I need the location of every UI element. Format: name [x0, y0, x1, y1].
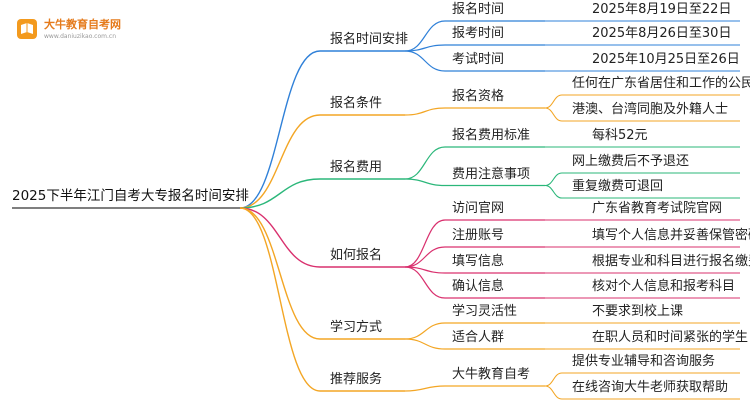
leaf-connector: [544, 172, 563, 187]
child-connector: [404, 385, 446, 392]
site-logo[interactable]: 大牛教育自考网 www.daniuzikao.com.cn: [14, 12, 139, 48]
leaf-connector: [544, 385, 563, 400]
leaf-node: 任何在广东省居住和工作的公民: [572, 76, 750, 91]
leaf-node: 根据专业和科目进行报名缴费: [592, 254, 750, 269]
leaf-node: 每科52元: [592, 128, 648, 143]
branch-connector: [239, 207, 321, 340]
leaf-node: 提供专业辅导和咨询服务: [572, 354, 716, 369]
child-node: 报名费用标准: [452, 128, 531, 143]
child-connector: [404, 266, 446, 299]
logo-url: www.daniuzikao.com.cn: [44, 33, 116, 40]
leaf-node: 港澳、台湾同胞及外籍人士: [572, 102, 729, 117]
branch-node: 报名时间安排: [330, 32, 409, 47]
child-connector: [404, 322, 446, 340]
child-connector: [404, 50, 446, 72]
branch-connector: [239, 178, 321, 209]
child-node: 学习灵活性: [452, 304, 518, 319]
child-node: 访问官网: [452, 201, 505, 216]
child-connector: [404, 338, 446, 350]
leaf-connector: [544, 184, 563, 199]
branch-connector: [239, 114, 321, 209]
branch-connector: [239, 207, 321, 392]
root-node: 2025下半年江门自考大专报名时间安排: [12, 188, 249, 204]
child-connector: [404, 146, 446, 180]
leaf-node: 在职人员和时间紧张的学生: [592, 330, 749, 345]
child-node: 填写信息: [452, 254, 505, 269]
branch-node: 如何报名: [330, 248, 383, 263]
child-connector: [404, 246, 446, 268]
branch-node: 学习方式: [330, 320, 383, 335]
logo-title: 大牛教育自考网: [44, 18, 121, 31]
child-connector: [404, 178, 446, 187]
child-node: 考试时间: [452, 52, 505, 67]
child-connector: [404, 20, 446, 52]
leaf-node: 核对个人信息和报考科目: [592, 279, 736, 294]
leaf-node: 2025年10月25日至26日: [592, 52, 740, 67]
leaf-node: 网上缴费后不予退还: [572, 154, 690, 169]
child-node: 报名时间: [452, 2, 505, 17]
child-node: 适合人群: [452, 330, 505, 345]
book-logo-icon: [17, 19, 37, 39]
child-connector: [404, 107, 446, 116]
child-node: 报名资格: [452, 89, 505, 104]
branch-connector: [239, 207, 321, 268]
leaf-node: 填写个人信息并妥善保管密码: [592, 228, 750, 243]
child-connector: [404, 219, 446, 268]
branch-node: 报名条件: [330, 96, 383, 111]
leaf-connector: [544, 372, 563, 387]
child-node: 报考时间: [452, 26, 505, 41]
branch-node: 推荐服务: [330, 372, 383, 387]
leaf-node: 广东省教育考试院官网: [592, 201, 723, 216]
leaf-node: 2025年8月19日至22日: [592, 2, 732, 17]
branch-connector: [239, 50, 321, 209]
leaf-connector: [544, 94, 563, 109]
leaf-node: 2025年8月26日至30日: [592, 26, 732, 41]
child-node: 大牛教育自考: [452, 367, 531, 382]
leaf-node: 不要求到校上课: [592, 304, 684, 319]
leaf-connector: [544, 107, 563, 122]
leaf-node: 在线咨询大牛老师获取帮助: [572, 380, 729, 395]
branch-node: 报名费用: [330, 160, 383, 175]
leaf-node: 重复缴费可退回: [572, 179, 664, 194]
child-node: 费用注意事项: [452, 166, 531, 182]
child-node: 确认信息: [452, 279, 505, 294]
child-node: 注册账号: [452, 228, 505, 243]
